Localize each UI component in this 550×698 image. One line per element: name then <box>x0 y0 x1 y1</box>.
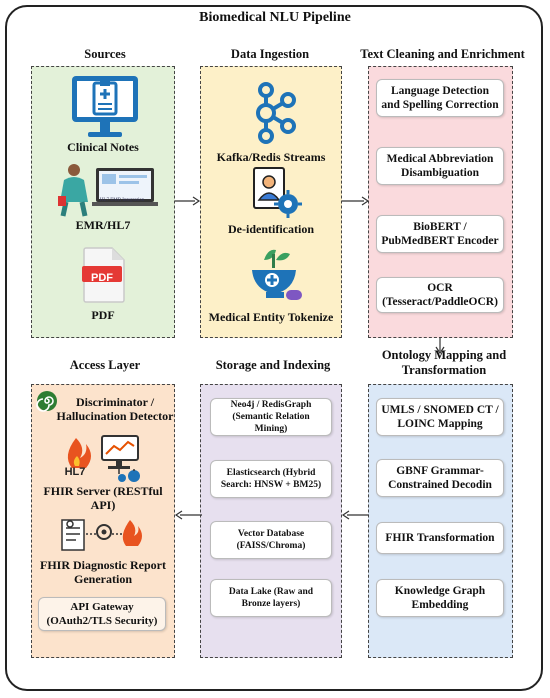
pdf-icon-text: PDF <box>91 272 113 284</box>
access-title: Access Layer <box>69 358 141 372</box>
ontology-title: Ontology Mapping and Transformation <box>381 348 507 377</box>
source-emr-hl7: EMR/HL7 <box>75 218 131 232</box>
pdf-file-icon <box>82 247 125 303</box>
card-api-gateway: API Gateway (OAuth2/TLS Security) <box>38 597 166 631</box>
fhir-server-icon <box>67 435 140 482</box>
emr-screen-text: HL7 EMR Integration <box>99 198 145 203</box>
mortar-pestle-icon <box>252 249 302 300</box>
card-language-detection: Language Detection and Spelling Correcti… <box>376 79 504 117</box>
cleaning-title: Text Cleaning and Enrichment <box>360 47 525 61</box>
kafka-icon <box>256 82 296 144</box>
card-vector-database: Vector Database (FAISS/Chroma) <box>210 521 332 559</box>
arrow-sources-to-ingestion <box>175 196 201 206</box>
card-abbreviation: Medical Abbreviation Disambiguation <box>376 147 504 185</box>
card-biobert: BioBERT / PubMedBERT Encoder <box>376 215 504 253</box>
sources-title: Sources <box>84 47 126 61</box>
card-fhir-transformation: FHIR Transformation <box>376 522 504 554</box>
emr-doctor-laptop-icon <box>58 164 158 217</box>
source-clinical-notes: Clinical Notes <box>67 140 139 154</box>
ingestion-title: Data Ingestion <box>230 47 310 61</box>
ingestion-entity-tokenize: Medical Entity Tokenize <box>208 310 334 324</box>
diagnostic-report-icon <box>61 519 142 551</box>
arrow-cleaning-to-ontology <box>435 337 445 355</box>
hl7-logo-text: HL7 <box>64 466 86 478</box>
card-ocr: OCR (Tesseract/PaddleOCR) <box>376 277 504 313</box>
storage-title: Storage and Indexing <box>215 358 331 372</box>
deidentification-icon <box>253 167 302 218</box>
ingestion-deidentification: De-identification <box>228 222 314 236</box>
discriminator-spiral-icon <box>36 391 57 412</box>
source-pdf: PDF <box>91 308 115 322</box>
ingestion-kafka: Kafka/Redis Streams <box>216 150 326 164</box>
card-gbnf-decoding: GBNF Grammar-Constrained Decodin <box>376 459 504 497</box>
access-fhir-server: FHIR Server (RESTful API) <box>43 484 163 512</box>
arrow-ontology-to-storage <box>341 510 369 520</box>
card-umls-mapping: UMLS / SNOMED CT / LOINC Mapping <box>376 398 504 436</box>
card-data-lake: Data Lake (Raw and Bronze layers) <box>210 579 332 617</box>
monitor-medical-icon <box>72 76 138 137</box>
access-discriminator: Discriminator / Hallucination Detector <box>56 395 174 423</box>
access-diagnostic-report: FHIR Diagnostic Report Generation <box>40 558 166 586</box>
card-knowledge-graph: Knowledge Graph Embedding <box>376 579 504 617</box>
arrow-ingestion-to-cleaning <box>342 196 370 206</box>
card-elasticsearch: Elasticsearch (Hybrid Search: HNSW + BM2… <box>210 460 332 498</box>
pipeline-frame <box>5 5 543 691</box>
card-neo4j: Neo4j / RedisGraph (Semantic Relation Mi… <box>210 398 332 436</box>
diagram-title: Biomedical NLU Pipeline <box>199 10 351 25</box>
arrow-storage-to-access <box>174 510 202 520</box>
